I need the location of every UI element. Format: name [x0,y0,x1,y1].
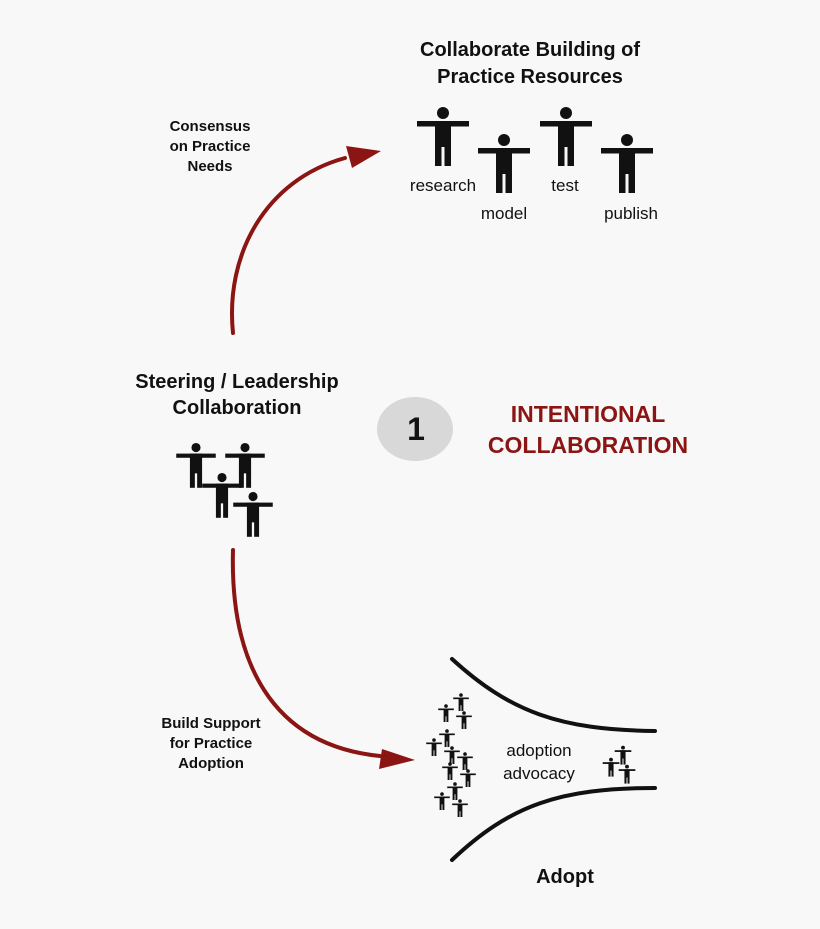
role-research: research [409,176,477,195]
arrow-up-curve [230,156,347,335]
build-support-line3: Adoption [178,755,244,772]
person-icon [457,752,473,770]
stage-title-line2: COLLABORATION [487,432,689,458]
steering-title-line2: Collaboration [172,397,302,419]
steering-title: Steering / Leadership Collaboration [112,369,362,421]
person-icon [460,769,476,787]
adopter-crowd [426,693,476,817]
consensus-label-line2: on Practice [169,138,251,155]
person-icon [540,107,592,166]
resources-title: Collaborate Building of Practice Resourc… [390,37,670,91]
consensus-label-line3: Needs [187,158,233,175]
stage-badge [377,397,453,461]
consensus-label-line1: Consensus [169,118,251,135]
steering-group [176,442,273,537]
person-icon [452,799,468,817]
person-icon [438,704,454,722]
person-icon [434,792,450,810]
person-icon [417,107,469,166]
role-test: test [551,176,579,195]
person-icon [453,693,469,711]
arrow-up-head [346,146,381,168]
build-support-label: Build Support for Practice Adoption [138,714,284,774]
stage-title: INTENTIONAL COLLABORATION [470,399,706,461]
funnel-bottom-curve [450,786,657,862]
person-icon [456,711,472,729]
person-icon [225,442,265,488]
resources-title-line2: Practice Resources [437,66,623,88]
person-icon [442,762,458,780]
person-icon [176,442,216,488]
person-icon [618,764,636,784]
role-publish: publish [604,204,658,223]
person-icon [426,738,442,756]
person-icon [233,491,273,537]
build-support-line1: Build Support [161,715,261,732]
funnel-top-curve [450,657,657,733]
funnel-label-line2: advocacy [503,764,575,783]
arrow-down-curve [230,548,382,758]
person-icon [439,729,455,747]
role-model: model [480,204,528,223]
stage-title-line1: INTENTIONAL [510,401,666,427]
person-icon [444,746,460,764]
consensus-label: Consensus on Practice Needs [150,117,270,177]
resources-title-line1: Collaborate Building of [420,39,640,61]
person-icon [602,757,620,777]
funnel-label-line1: adoption [506,741,572,760]
adopt-caption: Adopt [536,866,594,888]
person-icon [202,472,242,518]
adopted-group [602,745,636,784]
person-icon [601,134,653,193]
funnel-label: adoption advocacy [484,739,594,785]
stage-number: 1 [407,411,425,447]
build-support-line2: for Practice [169,735,253,752]
steering-title-line1: Steering / Leadership [135,371,339,393]
arrow-down-head [379,749,415,769]
person-icon [614,745,632,765]
